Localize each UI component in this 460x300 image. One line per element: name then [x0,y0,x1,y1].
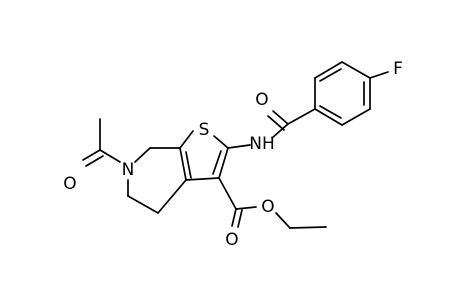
bond-benzene-4-inner [319,105,342,119]
bond-c7a-c3a [179,147,187,181]
bond-benzene-6-inner [319,68,342,82]
atom-label-fluorine: F [393,59,403,79]
bond-c7-n [134,147,151,163]
bond-c-f [369,71,389,79]
bond-ester-co-2 [237,209,243,228]
bond-benzene-1 [341,61,371,79]
bond-c7a-c3a-inner [185,151,192,179]
bond-ring-carbonyl [287,108,316,125]
bond-acetyl-co-2 [85,155,104,167]
bond-ester-c-o [235,206,257,210]
atom-label-amide-oxygen: O [255,90,268,110]
bond-c2-s [213,135,229,149]
bond-benzene-3 [341,108,371,126]
atom-label-sulfur: S [199,120,210,140]
bond-c5-c4 [127,195,159,214]
bond-amide-cn [271,123,289,139]
bond-c3-ester-c [218,177,237,210]
bond-ch2-ch3 [289,226,327,229]
bond-layer [82,61,389,229]
bond-n-acetyl-c [99,149,121,163]
bond-nh-c2 [227,144,251,149]
bond-amide-co-2 [267,115,285,131]
atom-label-ring-nitrogen: N [122,160,135,180]
bond-s-c7a [179,130,194,149]
atom-label-ester-carbonyl-oxygen: O [225,230,238,250]
bond-ester-co-1 [231,208,237,227]
bond-acetyl-co-1 [82,149,101,161]
bond-c3a-c3 [185,177,220,181]
atom-label-layer: S F NH O N O O O [63,59,403,250]
bond-c3-c2-inner [212,150,222,175]
bond-amide-co-1 [272,110,289,125]
bond-benzene-6 [314,61,343,79]
bond-c3-c2 [218,147,229,179]
bond-o-ch2 [275,212,291,229]
bond-c4-c3a [157,179,187,214]
atom-label-amide-nh: NH [249,134,275,154]
bond-benzene-4 [314,108,343,126]
atom-label-acetyl-oxygen: O [63,174,76,194]
atom-label-ester-oxygen: O [261,197,274,217]
